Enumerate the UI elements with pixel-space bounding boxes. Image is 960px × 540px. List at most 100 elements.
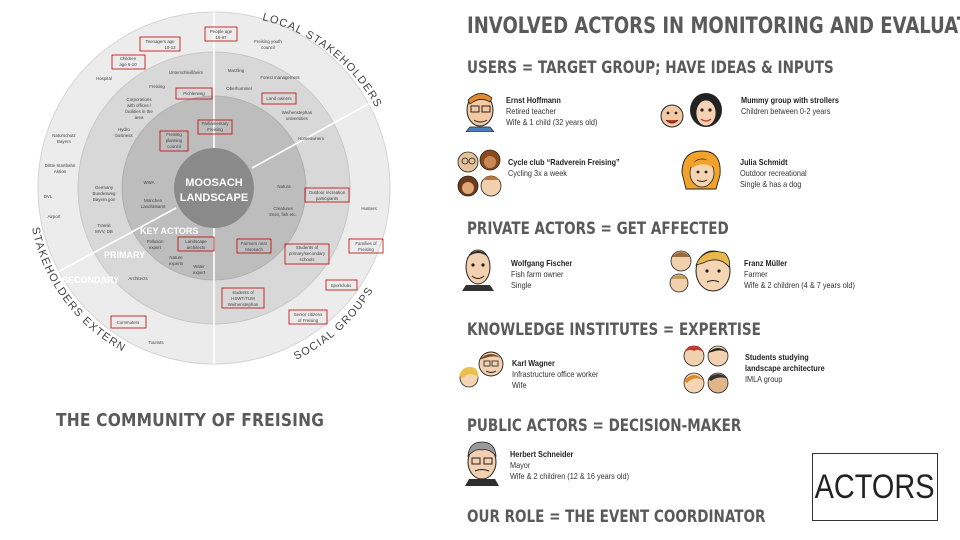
person-detail: Single & has a dog xyxy=(740,179,802,189)
julia-info: Julia Schmidt Outdoor recreational Singl… xyxy=(740,157,807,190)
item-land-owners: Land owners xyxy=(266,96,292,101)
center-label-2: LANDSCAPE xyxy=(180,192,248,204)
wolfgang-info: Wolfgang Fischer Fish farm owner Single xyxy=(511,258,572,291)
person-detail: IMLA group xyxy=(745,374,783,384)
section-users-heading: USERS = TARGET GROUP; HAVE IDEAS & INPUT… xyxy=(467,58,834,77)
person-name: Julia Schmidt xyxy=(740,157,788,167)
julia-avatar-icon xyxy=(681,150,721,190)
actors-label-box: ACTORS xyxy=(812,453,938,521)
karl-avatar-icon xyxy=(459,351,504,388)
herbert-info: Herbert Schneider Mayor Wife & 2 childre… xyxy=(510,449,629,482)
franz-info: Franz Müller Farmer Wife & 2 children (4… xyxy=(744,258,855,291)
item-airport: Airport xyxy=(48,214,62,219)
person-detail: Outdoor recreational xyxy=(740,168,807,178)
person-detail: Wife & 2 children (4 & 7 years old) xyxy=(744,280,855,290)
item-oberhummel: Oberhummel xyxy=(226,86,251,91)
person-detail: Infrastructure office worker xyxy=(512,369,599,379)
cycle-club-info: Cycle club “Radverein Freising” Cycling … xyxy=(508,157,620,179)
person-detail: Single xyxy=(511,280,532,290)
item-natura: Natura xyxy=(277,184,291,189)
item-forest-management: Forest management xyxy=(260,75,300,80)
item-tourists: Tourists xyxy=(148,340,164,345)
ernst-info: Ernst Hoffmann Retired teacher Wife & 1 … xyxy=(506,95,597,128)
karl-info: Karl Wagner Infrastructure office worker… xyxy=(512,358,598,391)
ring-primary-label: PRIMARY xyxy=(104,250,145,260)
ernst-avatar-icon xyxy=(465,93,495,132)
item-wwa: WWA xyxy=(143,180,154,185)
item-unterschleissheim: Unterschleißheim xyxy=(169,70,204,75)
item-commuters: Commuters xyxy=(117,320,140,325)
person-name: Karl Wagner xyxy=(512,358,555,368)
person-detail: Retired teacher xyxy=(506,106,556,116)
center-circle xyxy=(174,148,254,228)
person-name: Students studying xyxy=(745,352,809,362)
herbert-avatar-icon xyxy=(465,441,499,486)
person-detail: Mayor xyxy=(510,460,531,470)
mummy-group-avatar-icon xyxy=(660,93,722,128)
item-freising: Freising xyxy=(149,84,165,89)
item-pichlerweg: Pichlerweg xyxy=(183,91,205,96)
person-name: Mummy group with strollers xyxy=(741,95,839,105)
person-name: Wolfgang Fischer xyxy=(511,258,573,268)
ring-secondary-label: SECONDARY xyxy=(62,275,119,285)
item-homeowners: Homeowners xyxy=(298,136,325,141)
item-architects: Architects xyxy=(128,276,148,281)
section-private-heading: PRIVATE ACTORS = GET AFFECTED xyxy=(467,219,729,238)
person-detail: Children between 0-2 years xyxy=(741,106,831,116)
students-info: Students studying landscape architecture… xyxy=(745,352,825,385)
person-detail: Wife & 1 child (32 years old) xyxy=(506,117,598,127)
person-name-line2: landscape architecture xyxy=(745,363,825,373)
actors-label: ACTORS xyxy=(815,467,935,506)
community-diagram: MOOSACH LANDSCAPE KEY ACTORS PRIMARY SEC… xyxy=(0,0,391,365)
students-avatar-icon xyxy=(683,345,729,394)
person-name: Herbert Schneider xyxy=(510,449,574,459)
highlight-boxes xyxy=(110,26,384,329)
section-role-heading: OUR ROLE = THE EVENT COORDINATOR xyxy=(467,507,766,526)
person-name: Cycle club “Radverein Freising” xyxy=(508,157,620,167)
cycle-club-avatar-icon xyxy=(457,149,502,197)
person-detail: Fish farm owner xyxy=(511,269,564,279)
item-sportclubs: Sportclubs xyxy=(331,283,353,288)
community-title: THE COMMUNITY OF FREISING xyxy=(56,410,325,431)
person-name: Ernst Hoffmann xyxy=(506,95,561,105)
person-name: Franz Müller xyxy=(744,258,788,268)
item-marzling: Marzling xyxy=(228,68,245,73)
person-detail: Cycling 3x a week xyxy=(508,168,567,178)
page-title: INVOLVED ACTORS IN MONITORING AND EVALUA… xyxy=(467,14,960,39)
section-public-heading: PUBLIC ACTORS = DECISION-MAKER xyxy=(467,416,742,435)
franz-avatar-icon xyxy=(669,250,731,293)
item-hospital: Hospital xyxy=(96,76,112,81)
mummy-group-info: Mummy group with strollers Children betw… xyxy=(741,95,839,117)
person-detail: Wife xyxy=(512,380,527,390)
wolfgang-avatar-icon xyxy=(462,249,494,291)
person-detail: Farmer xyxy=(744,269,768,279)
center-label-1: MOOSACH xyxy=(185,177,243,189)
item-hunters: Hunters xyxy=(361,206,377,211)
ring-key-actors-label: KEY ACTORS xyxy=(140,226,198,236)
item-dvl: DVL xyxy=(44,194,53,199)
